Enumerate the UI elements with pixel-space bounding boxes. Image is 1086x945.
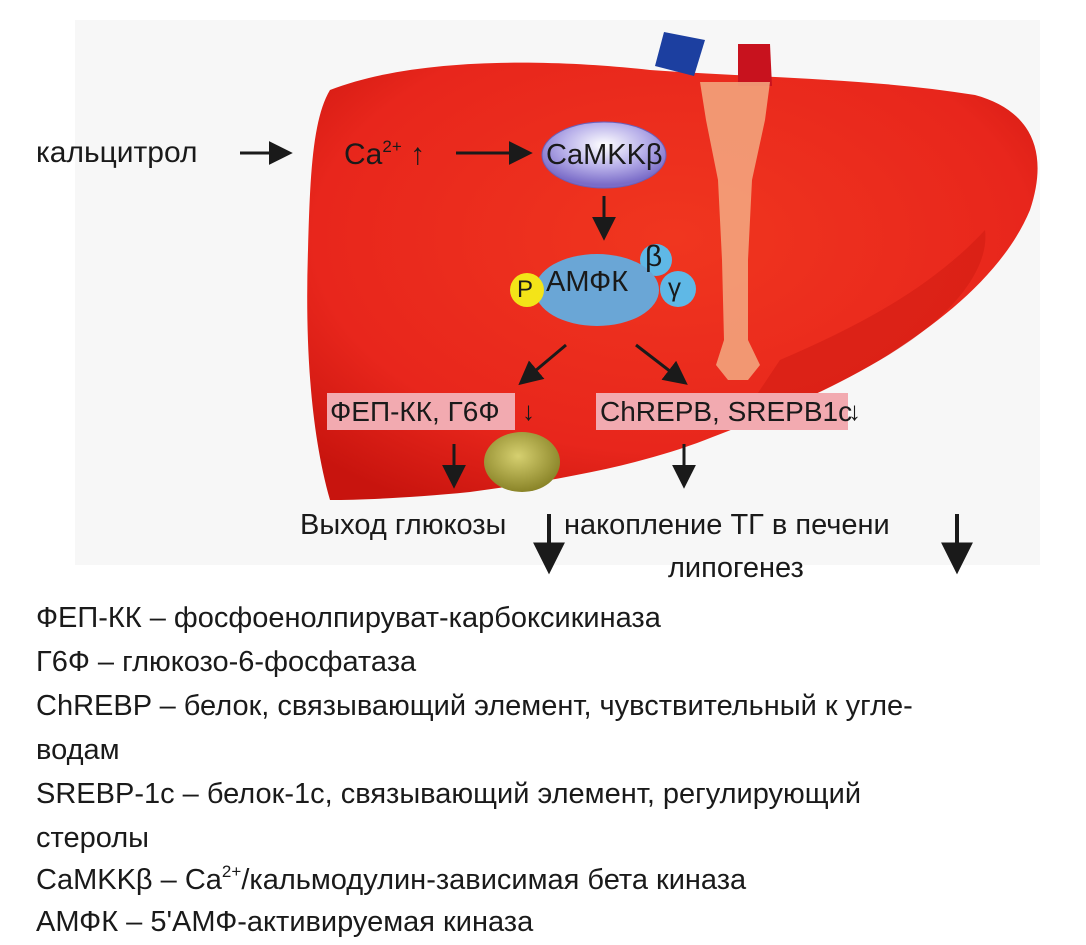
outcome-lipogenesis: липогенез (668, 552, 804, 584)
calcitriol-label: кальцитрол (36, 136, 198, 169)
ampk-node (535, 254, 659, 326)
arrow-ampk-to-right (635, 343, 688, 385)
bile-duct (700, 82, 770, 380)
outcome-tg: накопление ТГ в печени (564, 509, 890, 541)
target-right-decrease: ↓ (848, 396, 861, 426)
target-right-bg (596, 393, 848, 430)
legend-line-pepck: ФЕП-КК – фосфоенолпируват-карбоксикиназа (36, 602, 661, 634)
legend-camkk-pre: CaMKKβ – Ca (36, 864, 222, 896)
gallbladder (484, 432, 560, 492)
legend-line-srebp-cont: стеролы (36, 822, 149, 854)
hepatic-artery (738, 44, 772, 86)
outcome-glucose: Выход глюкозы (300, 509, 507, 541)
legend-line-srebp: SREBP-1c – белок-1c, связывающий элемент… (36, 778, 862, 810)
calcium-charge: 2+ (382, 137, 402, 156)
phospho-label: P (517, 276, 534, 303)
liver-lobe-shade (740, 230, 986, 420)
legend-camkk-sup: 2+ (221, 862, 242, 881)
legend-line-g6p: Г6Ф – глюкозо-6-фосфатаза (36, 646, 417, 678)
legend-camkk-post: /кальмодулин-зависимая бета киназа (241, 864, 747, 896)
ampk-beta-subunit (640, 244, 672, 276)
phospho-node (510, 273, 544, 307)
portal-vein (655, 32, 705, 76)
calcium-symbol: Ca (344, 138, 383, 171)
target-right-label: ChREPB, SREPB1c (600, 396, 853, 427)
ampk-beta-label: β (645, 240, 663, 273)
target-left-bg (327, 393, 515, 430)
ampk-gamma-subunit (660, 271, 696, 307)
calcium-label: Ca2+ ↑ (344, 137, 426, 171)
target-left-label: ФЕП-КК, Г6Ф (330, 396, 500, 427)
calcium-increase-arrow: ↑ (410, 138, 426, 171)
legend-line-camkk: CaMKKβ – Ca2+/кальмодулин-зависимая бета… (36, 863, 747, 896)
arrow-ampk-to-left (518, 343, 567, 386)
camkk-label: CaMKKβ (546, 139, 663, 171)
target-left-decrease: ↓ (522, 396, 535, 426)
ampk-gamma-label: γ (668, 272, 681, 302)
legend-line-chrebp-cont: водам (36, 734, 120, 766)
legend-line-chrebp: ChREBP – белок, связывающий элемент, чув… (36, 690, 913, 722)
ampk-label: АМФК (546, 266, 629, 298)
camkk-node (541, 121, 667, 189)
legend-line-ampk: АМФК – 5'АМФ-активируемая киназа (36, 906, 534, 938)
